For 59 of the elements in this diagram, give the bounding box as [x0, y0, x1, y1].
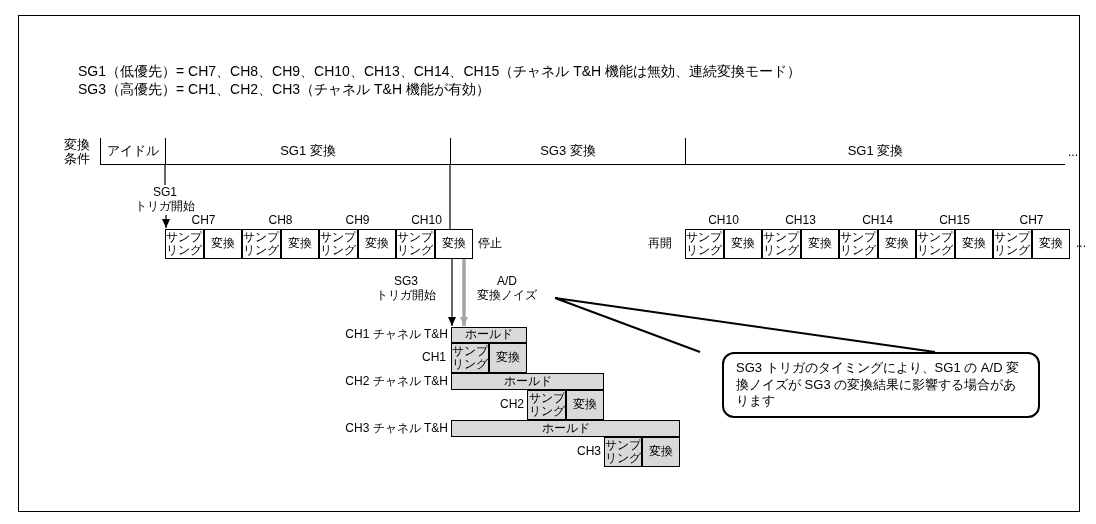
timing-box: 変換 [489, 343, 527, 373]
timing-box: サンプリング [762, 229, 801, 259]
timing-box: サンプリング [993, 229, 1032, 259]
timing-label: 停止 [478, 236, 503, 250]
timing-box: ホールド [451, 420, 680, 437]
timeline-cell: SG3 変換 [450, 138, 685, 165]
timing-box: サンプリング [319, 229, 358, 259]
timing-label: ... [1076, 236, 1087, 250]
timeline-cell: アイドル [100, 138, 165, 165]
timing-label: CH2 [499, 397, 524, 411]
timing-label: CH1 [421, 350, 446, 364]
timing-box: 変換 [877, 229, 916, 259]
timing-box: 変換 [954, 229, 993, 259]
timing-label: CH8 [267, 213, 294, 227]
timing-line [164, 164, 166, 186]
timing-label: CH7 [190, 213, 217, 227]
trigger-label: SG1 トリガ開始 [129, 185, 201, 215]
timing-box: 変換 [723, 229, 762, 259]
timeline-cell: SG1 変換 [165, 138, 450, 165]
timeline-cell: SG1 変換 [685, 138, 1065, 165]
timing-label: CH14 [861, 213, 894, 227]
timing-box: 変換 [1031, 229, 1070, 259]
timing-box: サンプリング [242, 229, 281, 259]
timing-label: CH15 [938, 213, 971, 227]
timing-label: CH1 チャネル T&H [344, 327, 448, 341]
callout-box: SG3 トリガのタイミングにより、SG1 の A/D 変換ノイズが SG3 の変換結果に影響する場合があります [722, 352, 1040, 418]
timing-label: CH3 チャネル T&H [344, 421, 448, 435]
timing-box: サンプリング [839, 229, 878, 259]
timing-box: 変換 [280, 229, 319, 259]
timing-box: サンプリング [685, 229, 724, 259]
arrow [448, 258, 456, 327]
timing-label: CH10 [707, 213, 740, 227]
timing-label: 再開 [648, 236, 673, 250]
timing-box: サンプリング [604, 437, 642, 467]
timing-label: CH13 [784, 213, 817, 227]
timing-line [449, 164, 451, 230]
timing-box: 変換 [642, 437, 680, 467]
timing-box: 変換 [800, 229, 839, 259]
timing-box: サンプリング [165, 229, 204, 259]
arrow [162, 214, 170, 229]
timing-label: CH3 [576, 444, 601, 458]
timing-box: サンプリング [527, 390, 566, 420]
note-text: SG1（低優先）= CH7、CH8、CH9、CH10、CH13、CH14、CH15（チャネル T&H 機能は無効、連続変換モード） [78, 62, 803, 80]
timing-box: ホールド [451, 327, 527, 343]
timing-box: 変換 [566, 390, 604, 420]
timing-label: CH9 [344, 213, 371, 227]
timing-box: サンプリング [396, 229, 435, 259]
timing-box: ホールド [451, 373, 604, 390]
timing-box: 変換 [434, 229, 473, 259]
timing-box: 変換 [203, 229, 242, 259]
note-text: SG3（高優先）= CH1、CH2、CH3（チャネル T&H 機能が有効） [78, 80, 491, 98]
timing-label: CH2 チャネル T&H [344, 374, 448, 388]
timing-label: CH7 [1018, 213, 1045, 227]
arrow [460, 259, 468, 326]
timing-label: CH10 [410, 213, 443, 227]
timing-box: 変換 [357, 229, 396, 259]
timing-label: ... [1068, 145, 1079, 159]
timing-box: サンプリング [451, 343, 489, 373]
timing-box: サンプリング [916, 229, 955, 259]
